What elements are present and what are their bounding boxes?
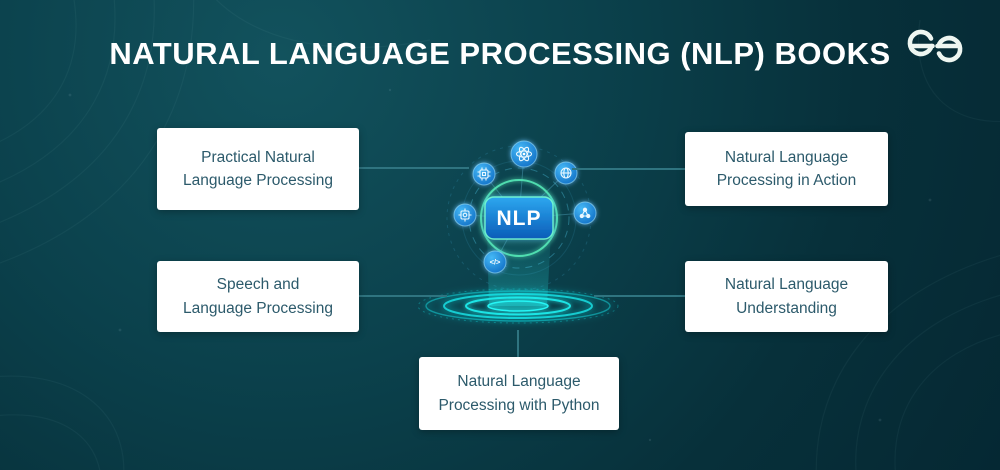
network-icon bbox=[573, 201, 597, 225]
book-title-line: Language Processing bbox=[183, 299, 333, 317]
connector-line-top-left bbox=[359, 167, 469, 169]
nlp-badge: NLP bbox=[480, 179, 558, 257]
connector-line-mid-right bbox=[594, 295, 685, 297]
chip-icon bbox=[472, 162, 496, 186]
book-title-line: Speech and bbox=[216, 276, 300, 294]
connector-line-top-right bbox=[572, 168, 685, 170]
geeksforgeeks-logo-icon bbox=[907, 29, 963, 63]
connector-line-bottom bbox=[517, 330, 519, 357]
book-title-line: Understanding bbox=[736, 299, 837, 317]
code-icon: </> bbox=[483, 250, 507, 274]
processor-icon bbox=[453, 203, 477, 227]
book-title-line: Practical Natural bbox=[201, 148, 315, 166]
book-card-practical-nlp: Practical Natural Language Processing bbox=[157, 128, 359, 210]
book-title-line: Language Processing bbox=[183, 172, 333, 189]
book-title-line: Natural Language bbox=[724, 276, 849, 294]
book-title-line: Natural Language bbox=[457, 373, 581, 391]
book-title-line: Processing with Python bbox=[438, 396, 600, 414]
book-card-nlp-in-action: Natural Language Processing in Action bbox=[685, 132, 888, 206]
base-platform bbox=[417, 288, 619, 324]
book-card-speech-and-language-processing: Speech and Language Processing bbox=[157, 261, 359, 332]
book-card-natural-language-understanding: Natural Language Understanding bbox=[685, 261, 888, 332]
light-beam bbox=[487, 232, 551, 306]
page-title: NATURAL LANGUAGE PROCESSING (NLP) BOOKS bbox=[109, 36, 891, 71]
nlp-hologram: NLP bbox=[417, 140, 619, 324]
code-icon-glyph: </> bbox=[490, 258, 501, 267]
book-card-nlp-with-python: Natural Language Processing with Python bbox=[419, 357, 619, 430]
connector-line-mid-left bbox=[359, 295, 447, 297]
nlp-badge-label: NLP bbox=[497, 207, 542, 230]
atom-icon bbox=[510, 140, 538, 168]
geeksforgeeks-logo bbox=[904, 26, 966, 66]
book-title-line: Natural Language bbox=[724, 148, 849, 166]
book-title-line: Processing in Action bbox=[716, 172, 857, 189]
globe-icon bbox=[554, 161, 578, 185]
